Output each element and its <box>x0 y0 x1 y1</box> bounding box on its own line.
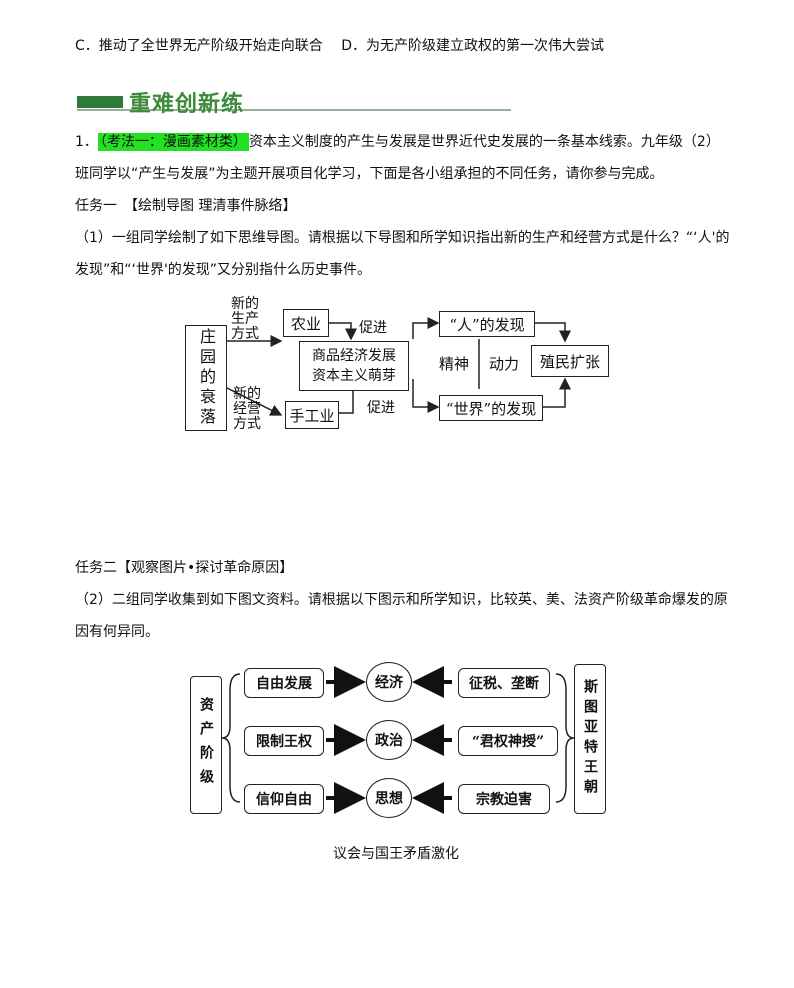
new-management-label: 新的经营方式 <box>229 387 265 432</box>
power-label: 动力 <box>489 355 520 373</box>
question-number: 1． <box>75 134 98 150</box>
mind-map-diagram: 庄园的衰落 新的生产方式 新的经营方式 农业 手工业 促进 促进 商品经济发展 … <box>183 295 609 433</box>
option-line: C．推动了全世界无产阶级开始走向联合 D．为无产阶级建立政权的第一次伟大尝试 <box>75 38 605 54</box>
cause-diagram-connectors <box>221 666 575 814</box>
center-line-2: 资本主义萌芽 <box>312 368 396 384</box>
divine-right-box: “君权神授” <box>458 726 558 756</box>
bourgeoisie-box: 资产阶级 <box>190 676 222 814</box>
tax-monopoly-box: 征税、垄断 <box>458 668 550 698</box>
sub-question-1b: 发现”和“‘世界'的发现”又分别指什么历史事件。 <box>75 262 372 278</box>
new-management-text: 新的经营方式 <box>233 386 261 432</box>
promote-bottom-label: 促进 <box>367 400 395 416</box>
new-production-text: 新的生产方式 <box>231 296 259 342</box>
thought-circle: 思想 <box>366 778 412 818</box>
religious-freedom-box: 信仰自由 <box>244 784 324 814</box>
human-discovery-box: “人”的发现 <box>439 311 535 337</box>
manor-decline-box: 庄园的衰落 <box>185 325 227 431</box>
sub-question-2b: 因有何异同。 <box>75 624 159 640</box>
banner-bar <box>77 96 123 108</box>
agriculture-box: 农业 <box>283 309 329 337</box>
question-text: 资本主义制度的产生与发展是世界近代史发展的一条基本线索。九年级（2） <box>248 134 720 150</box>
handicraft-box: 手工业 <box>285 401 339 429</box>
banner-title: 重难创新练 <box>129 92 245 117</box>
limit-royal-power-box: 限制王权 <box>244 726 324 756</box>
section-banner: 重难创新练 <box>77 86 511 118</box>
banner-underline <box>77 109 511 111</box>
task-2-heading: 任务二【观察图片•探讨革命原因】 <box>75 560 294 576</box>
sub-question-2a: （2）二组同学收集到如下图文资料。请根据以下图示和所学知识，比较英、美、法资产阶… <box>75 592 728 608</box>
center-line-1: 商品经济发展 <box>312 348 396 364</box>
religious-persecution-box: 宗教迫害 <box>458 784 550 814</box>
question-1-line2: 班同学以“产生与发展”为主题开展项目化学习，下面是各小组承担的不同任务，请你参与… <box>75 166 664 182</box>
commodity-economy-box: 商品经济发展 资本主义萌芽 <box>299 341 409 391</box>
colonial-expansion-box: 殖民扩张 <box>531 345 609 377</box>
stuart-dynasty-box: 斯图亚特王朝 <box>574 664 606 814</box>
question-tag: （考法一：漫画素材类） <box>97 133 249 151</box>
task-1-heading: 任务一 【绘制导图 理清事件脉络】 <box>75 198 297 214</box>
free-development-box: 自由发展 <box>244 668 324 698</box>
promote-top-label: 促进 <box>359 320 387 336</box>
new-production-label: 新的生产方式 <box>227 297 263 342</box>
question-1-line: 1．（考法一：漫画素材类）资本主义制度的产生与发展是世界近代史发展的一条基本线索… <box>75 132 720 152</box>
revolution-cause-diagram: 资产阶级 斯图亚特王朝 自由发展 经济 征税、垄断 限制王权 政治 “君权神授”… <box>190 660 610 818</box>
economy-circle: 经济 <box>366 662 412 702</box>
sub-question-1a: （1）一组同学绘制了如下思维导图。请根据以下导图和所学知识指出新的生产和经营方式… <box>75 230 730 246</box>
spirit-label: 精神 <box>439 355 470 373</box>
diagram-caption: 议会与国王矛盾激化 <box>333 846 459 862</box>
politics-circle: 政治 <box>366 720 412 760</box>
world-discovery-box: “世界”的发现 <box>439 395 543 421</box>
